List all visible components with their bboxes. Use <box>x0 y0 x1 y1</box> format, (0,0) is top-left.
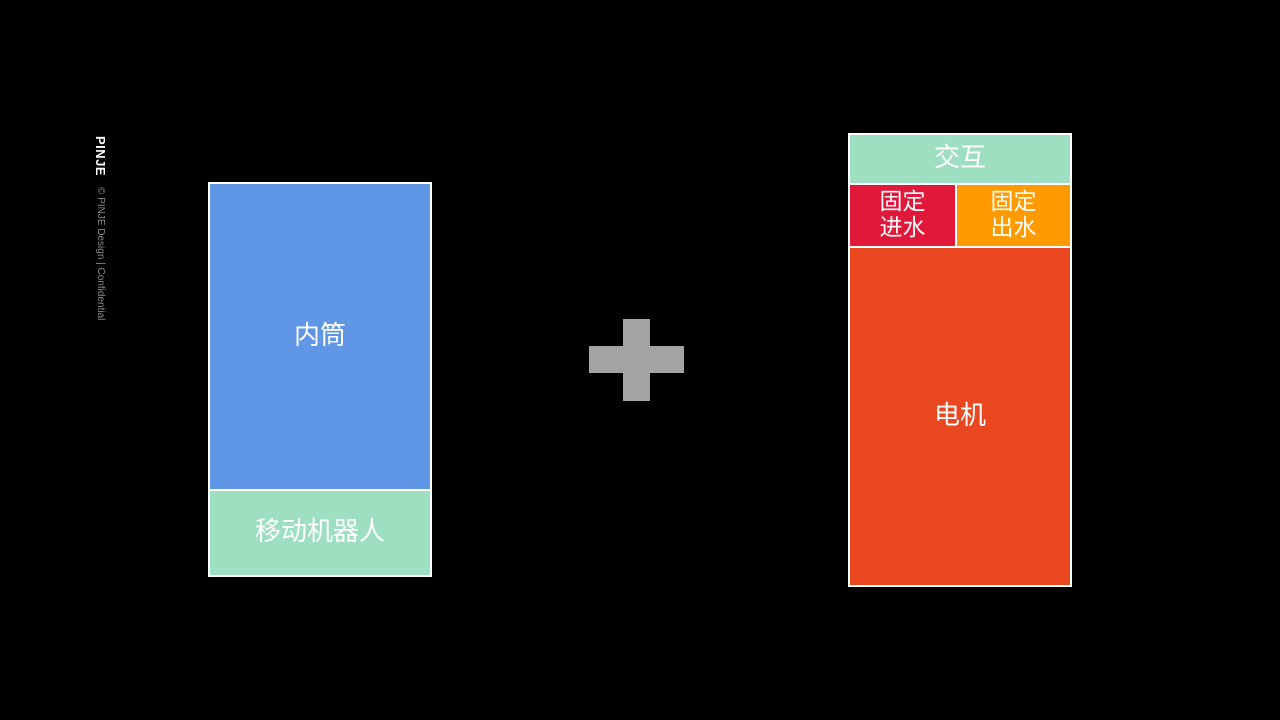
interaction-block: 交互 <box>848 133 1072 185</box>
fixed-inlet-label: 固定 进水 <box>879 188 926 242</box>
fixed-outlet-label: 固定 出水 <box>990 188 1037 242</box>
fixed-outlet-line-2: 出水 <box>990 214 1037 241</box>
brand-logo: PINJE <box>93 136 108 177</box>
copyright-notice: © PINJE Design | Confidential <box>95 187 106 321</box>
fixed-inlet-block: 固定 进水 <box>848 183 957 248</box>
mobile-robot-block: 移动机器人 <box>208 489 432 577</box>
motor-label: 电机 <box>933 400 986 431</box>
fixed-outlet-block: 固定 出水 <box>955 183 1072 248</box>
fixed-inlet-line-1: 固定 <box>879 188 926 215</box>
fixed-outlet-line-1: 固定 <box>990 188 1037 215</box>
sidebar-branding: PINJE © PINJE Design | Confidential <box>46 68 108 320</box>
plus-icon-vertical-bar <box>623 319 650 401</box>
mobile-robot-label: 移动机器人 <box>254 517 385 548</box>
fixed-inlet-line-2: 进水 <box>879 214 926 241</box>
motor-block: 电机 <box>848 246 1072 587</box>
inner-drum-label: 内筒 <box>293 320 346 351</box>
inner-drum-block: 内筒 <box>208 182 432 491</box>
interaction-label: 交互 <box>933 143 986 174</box>
plus-icon <box>589 319 684 401</box>
